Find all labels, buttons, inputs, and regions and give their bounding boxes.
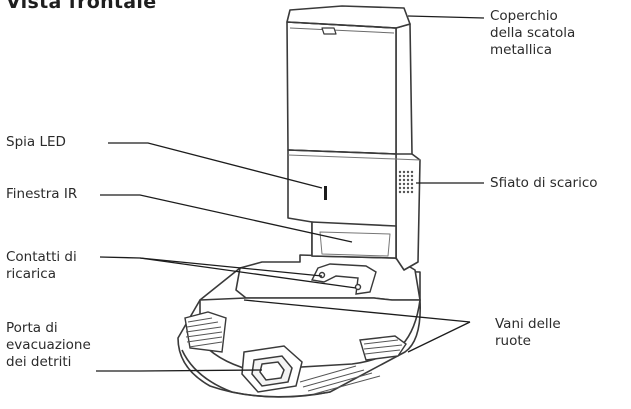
label-vani-line2: ruote [495,333,531,349]
label-finestra: Finestra IR [6,186,78,202]
leader-vani-a [243,299,471,323]
front-ribs [299,365,381,395]
label-contatti: Contatti di ricarica [6,249,77,283]
leader-porta [96,369,263,372]
leader-coperchio [407,15,485,19]
leader-contatti-b [139,257,357,289]
tower [286,5,421,271]
label-vani: Vani delle ruote [495,316,561,350]
label-contatti-line1: Contatti di [6,249,77,265]
led-indicator [324,186,327,200]
wheel-well-left [184,311,227,353]
leader-vani-b [407,321,471,353]
debris-evacuation-port [241,345,303,393]
label-contatti-line2: ricarica [6,266,56,282]
leader-lines [96,15,485,372]
charging-contacts [310,263,377,295]
wheel-well-right [359,335,407,361]
label-porta: Porta di evacuazione dei detriti [6,320,91,371]
label-porta-line2: evacuazione [6,337,91,353]
label-coperchio: Coperchio della scatola metallica [490,8,575,59]
label-porta-line3: dei detriti [6,354,72,370]
leader-finestra [100,194,353,243]
exhaust-vent [398,170,414,194]
label-coperchio-line1: Coperchio [490,8,558,24]
label-coperchio-line3: metallica [490,42,552,58]
leader-spia [108,142,323,189]
label-spia: Spia LED [6,134,66,150]
label-porta-line1: Porta di [6,320,58,336]
diagram-title: Vista frontale [6,0,157,13]
label-coperchio-line2: della scatola [490,25,576,41]
label-sfiato: Sfiato di scarico [490,175,598,191]
label-vani-line1: Vani delle [495,316,561,332]
